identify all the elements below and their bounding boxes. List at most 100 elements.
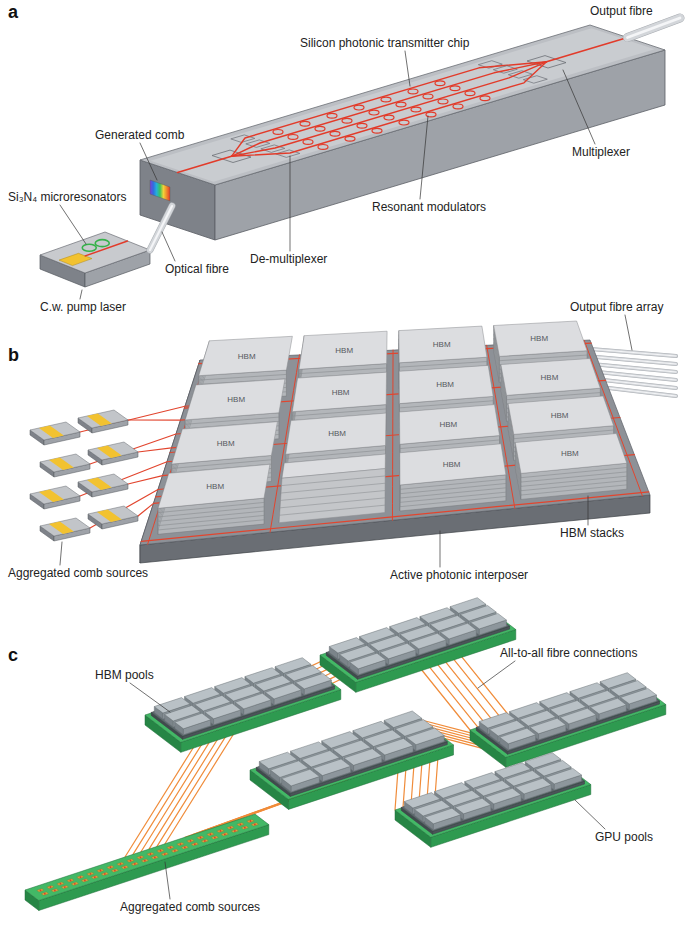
laser-dot — [90, 873, 92, 875]
laser-dot — [64, 886, 66, 888]
laser-dot — [144, 860, 146, 862]
leader-lines — [60, 51, 632, 899]
stack-marking: HBM — [530, 334, 548, 343]
comb-source-chip — [231, 829, 238, 832]
ring-modulator — [426, 112, 436, 117]
comb-chip-gain — [97, 446, 122, 458]
laser-dot — [80, 876, 82, 878]
fibre-highlight — [609, 388, 676, 396]
ring-modulator — [369, 110, 379, 115]
part-label: Optical fibre — [165, 262, 229, 276]
waveguide — [547, 38, 628, 62]
stack-top — [299, 331, 387, 369]
waveguide — [392, 350, 394, 520]
memory-tile-top — [344, 749, 382, 766]
fibre-outline — [628, 18, 681, 38]
die-layer — [280, 505, 385, 515]
comb-source-chip — [161, 852, 168, 855]
memory-tile-top — [407, 728, 445, 745]
comb-source-chip — [77, 876, 84, 879]
panel-c-illustration — [25, 598, 666, 911]
comb-source-chip — [97, 869, 104, 872]
comb-source-chip — [197, 836, 204, 839]
leader-line — [80, 290, 82, 299]
ring-modulator — [318, 145, 328, 150]
hbm-stack — [279, 454, 385, 523]
panel-letter: c — [8, 645, 18, 665]
fibre — [606, 380, 676, 388]
fibre — [628, 18, 681, 38]
memory-tile-top — [313, 759, 351, 776]
laser-dot — [174, 850, 176, 852]
stack-marking: HBM — [238, 351, 256, 360]
laser-dot — [170, 847, 172, 849]
comb-source-chip — [167, 846, 174, 849]
memory-tile-top — [235, 693, 271, 709]
pool-platform-front — [183, 686, 335, 739]
comb-source-chip — [81, 879, 88, 882]
comb-source-chip — [187, 839, 194, 842]
laser-dot — [180, 843, 182, 845]
laser-dot — [204, 840, 206, 842]
chip-inner-top — [151, 28, 655, 181]
waveguide — [178, 156, 232, 172]
optical-link — [128, 419, 193, 421]
comb-source-chip — [157, 849, 164, 852]
stack-marking: HBM — [561, 449, 579, 458]
stack-top — [399, 326, 487, 363]
hbm-stack — [400, 444, 506, 511]
die-layer — [158, 511, 264, 521]
die-layer — [281, 491, 386, 501]
comb-source-chip — [71, 882, 78, 885]
laser-dot — [104, 873, 106, 875]
comb-source-chip — [111, 869, 118, 872]
leader-line — [60, 205, 86, 244]
laser-dot — [224, 833, 226, 835]
leader-line — [162, 232, 175, 261]
leader-line — [478, 661, 515, 688]
laser-dot — [84, 880, 86, 882]
stack-marking: HBM — [227, 395, 245, 404]
laser-dot — [140, 856, 142, 858]
ring-modulator — [453, 104, 463, 109]
comb-source-chip — [201, 839, 208, 842]
leader-line — [165, 862, 170, 899]
die-layer — [281, 476, 385, 486]
laser-dot — [54, 889, 56, 891]
memory-tile-top — [410, 633, 446, 649]
green-board-top — [25, 814, 269, 900]
ring-modulator — [435, 81, 445, 86]
die-layer — [521, 485, 627, 495]
fibre-connection — [432, 657, 486, 725]
leader-line — [440, 531, 441, 567]
comb-source-chip — [41, 892, 48, 895]
laser-dot — [164, 853, 166, 855]
ring-modulator — [273, 130, 283, 135]
panel-b-illustration — [30, 321, 676, 563]
green-board-top — [395, 757, 591, 837]
laser-dot — [254, 823, 256, 825]
laser-dot — [130, 860, 132, 862]
comb-source-chip — [181, 846, 188, 849]
hbm-stack — [515, 434, 627, 500]
die-layer — [521, 476, 627, 486]
part-label: Resonant modulators — [372, 200, 486, 214]
comb-source-chip — [61, 885, 68, 888]
die-layer — [400, 488, 506, 498]
stack-marking: HBM — [328, 429, 346, 438]
fibre — [600, 365, 676, 372]
fibre — [150, 206, 172, 250]
comb-source-chip — [91, 876, 98, 879]
memory-tile-top — [485, 788, 521, 804]
comb-source-chip — [147, 852, 154, 855]
fibre-connection — [440, 655, 494, 723]
comb-chip-gain — [49, 522, 74, 534]
memory-tile-top — [375, 738, 413, 755]
stack-marking: HBM — [541, 372, 559, 381]
optical-link — [80, 405, 198, 432]
fibre-highlight — [594, 349, 676, 356]
gpu-pool — [395, 753, 591, 848]
stack-top — [158, 464, 270, 508]
comb-source-chip — [51, 889, 58, 892]
laser-dot — [160, 850, 162, 852]
